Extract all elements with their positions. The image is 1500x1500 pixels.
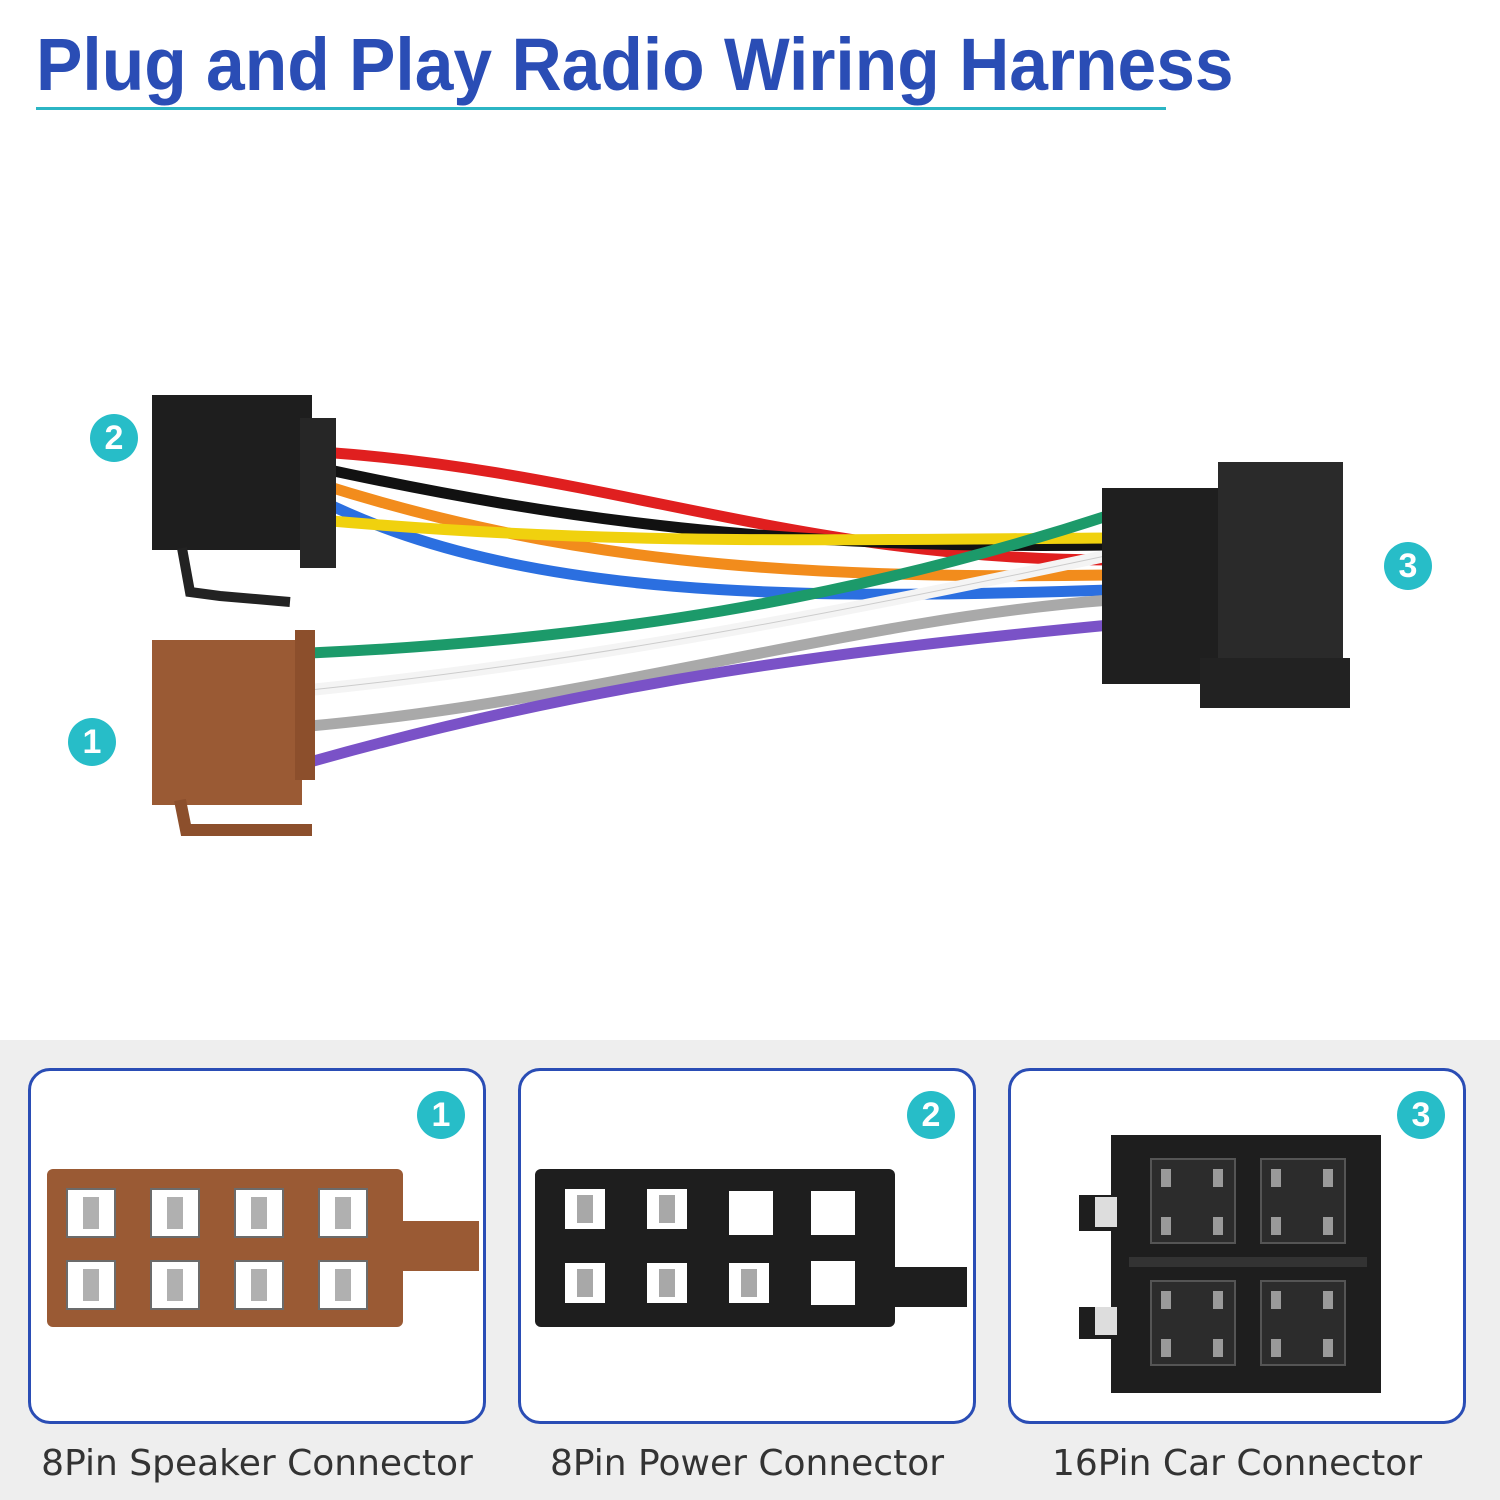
car-connector-caption: 16Pin Car Connector [1051,1443,1423,1484]
speaker-connector-caption: 8Pin Speaker Connector [41,1443,473,1484]
power-connector-panel: 2 [518,1068,976,1424]
panel-badge-1: 1 [417,1091,465,1139]
panel-badge-2: 2 [907,1091,955,1139]
page-title: Plug and Play Radio Wiring Harness [36,23,1234,106]
power-wires [314,446,1116,600]
title-underline [36,107,1166,110]
power-connector-caption: 8Pin Power Connector [549,1443,945,1484]
power-connector-body [152,395,336,607]
speaker-connector-face [47,1169,479,1327]
speaker-connector-panel: 1 [28,1068,486,1424]
harness-illustration [152,395,1350,836]
callout-badge-1: 1 [68,718,116,766]
callout-badge-3: 3 [1384,542,1432,590]
callout-badge-2: 2 [90,414,138,462]
speaker-wires [304,509,1116,768]
car-connector-body [1102,462,1350,708]
power-connector-face [535,1169,967,1327]
panel-badge-3: 3 [1397,1091,1445,1139]
speaker-connector-body [152,630,315,836]
car-connector-panel: 3 [1008,1068,1466,1424]
car-connector-face [1079,1135,1381,1393]
